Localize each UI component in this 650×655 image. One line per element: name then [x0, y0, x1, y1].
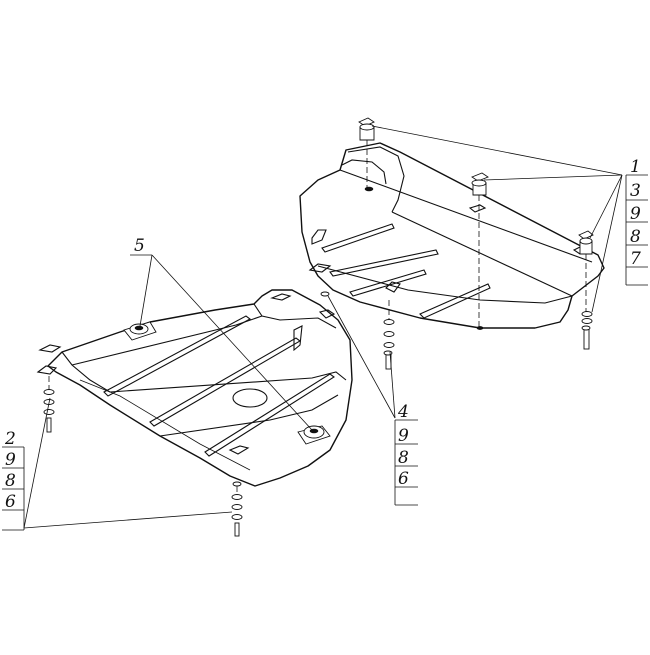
callout-label-9b: 9: [398, 426, 409, 446]
callout-5: 5: [130, 236, 152, 256]
callout-label-8c: 8: [5, 471, 16, 491]
middle-fasteners: [320, 291, 395, 370]
callout-label-9: 9: [630, 204, 641, 224]
right-plate-fasteners: [358, 117, 594, 350]
callout-label-3: 3: [630, 181, 641, 201]
callout-label-1: 1: [630, 157, 641, 177]
callout-label-6c: 6: [5, 492, 16, 512]
callout-label-8: 8: [630, 227, 641, 247]
callout-stack-right: 1 3 9 8 7: [625, 157, 648, 286]
leader-lines: [23, 125, 623, 529]
callout-label-5: 5: [134, 236, 145, 256]
callout-label-9c: 9: [5, 450, 16, 470]
callout-stack-left: 2 9 8 6: [2, 429, 25, 531]
callout-label-8b: 8: [398, 448, 409, 468]
callout-label-6b: 6: [398, 469, 409, 489]
right-skid-plate: [299, 142, 605, 329]
callout-label-2: 2: [4, 429, 16, 449]
callout-label-4: 4: [397, 402, 409, 422]
left-skid-plate: [36, 289, 353, 487]
callout-label-7: 7: [630, 249, 641, 269]
callout-stack-middle: 4 9 8 6: [394, 402, 418, 506]
